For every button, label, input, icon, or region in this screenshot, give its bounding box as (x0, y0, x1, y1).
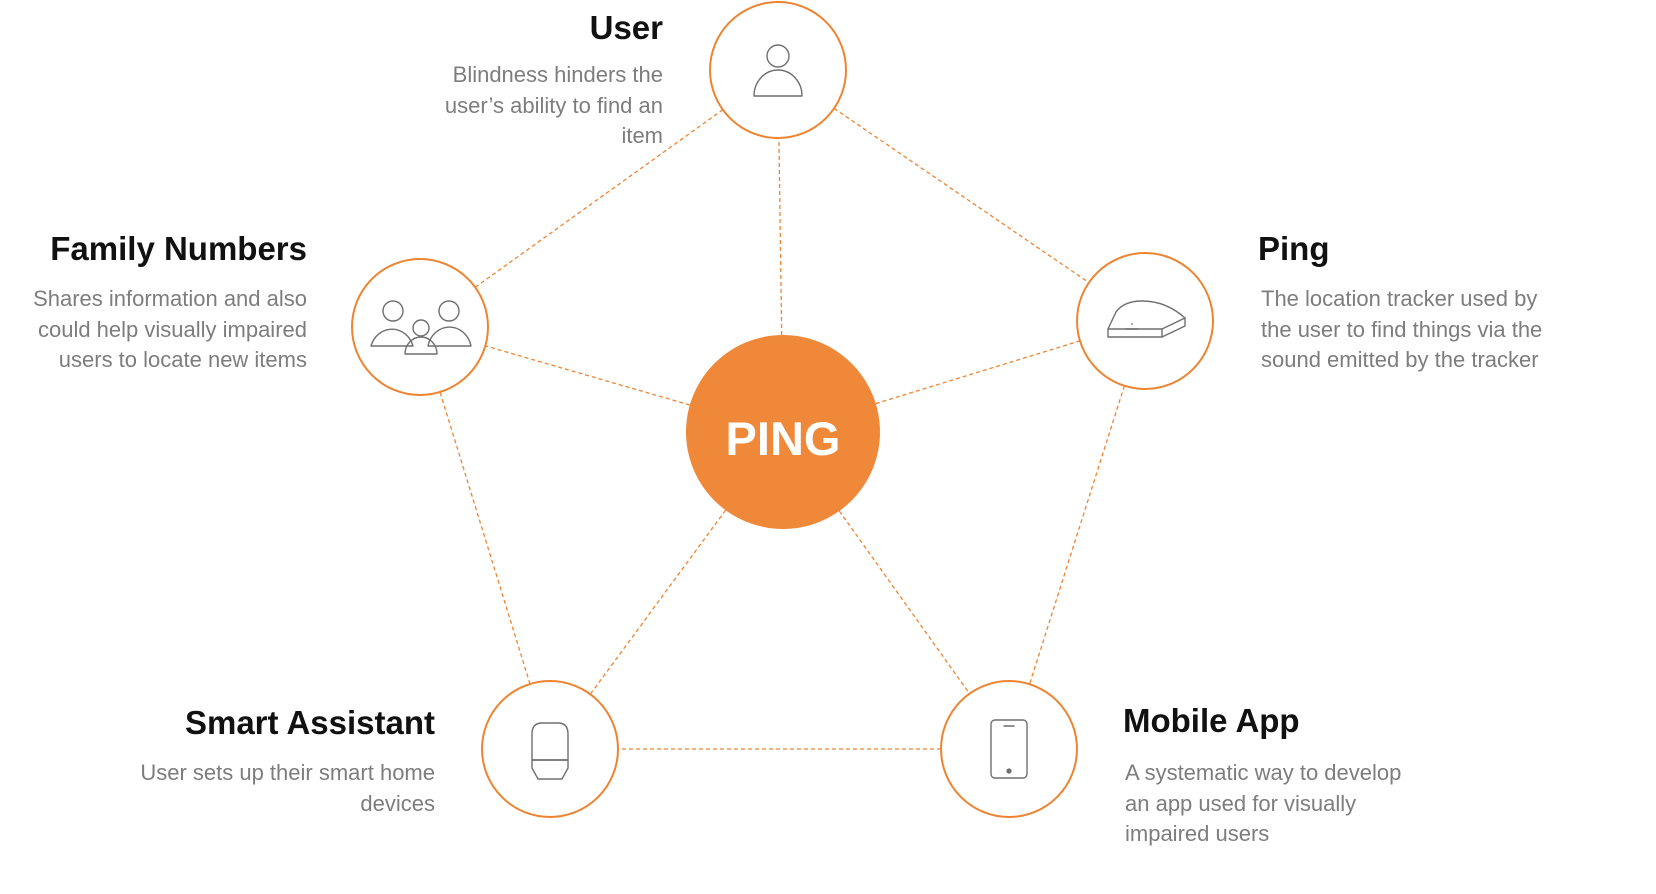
node-mobile-app-title: Mobile App (1123, 702, 1300, 739)
connector-center-mobile-app (838, 510, 971, 694)
node-ping (1076, 252, 1214, 390)
node-smart-assistant-title: Smart Assistant (184, 704, 435, 741)
connector-center-ping (875, 340, 1081, 405)
connector-smart-assistant-family-numbers (439, 391, 531, 685)
node-smart-assistant-ring (481, 680, 619, 818)
connector-user-ping (833, 107, 1090, 284)
connector-family-numbers-user (474, 109, 724, 288)
node-user (709, 1, 847, 139)
node-ping-title: Ping (1258, 230, 1330, 267)
user-icon (753, 44, 803, 97)
center-node: PING (686, 335, 880, 529)
node-user-title: User (589, 9, 663, 46)
center-label: PING (726, 412, 841, 465)
connector-center-user (778, 137, 783, 336)
connector-center-smart-assistant (589, 509, 727, 695)
connector-ping-mobile-app (1028, 385, 1126, 685)
node-smart-assistant-description: User sets up their smart home devices (140, 760, 435, 816)
node-mobile-app (940, 680, 1078, 818)
node-smart-assistant (481, 680, 619, 818)
connector-center-family-numbers (485, 345, 690, 406)
node-user-description: Blindness hinders the user’s ability to … (444, 62, 663, 148)
node-family-numbers-ring (351, 258, 489, 396)
smartphone-icon (990, 719, 1028, 779)
center-circle (686, 335, 880, 529)
node-mobile-app-ring (940, 680, 1078, 818)
smart-speaker-icon (531, 722, 569, 780)
node-mobile-app-description: A systematic way to develop an app used … (1125, 760, 1402, 846)
node-family-numbers-title: Family Numbers (50, 230, 307, 267)
node-family-numbers (351, 258, 489, 396)
node-ping-description: The location tracker used by the user to… (1261, 286, 1543, 372)
group-icon (370, 300, 472, 355)
node-family-numbers-description: Shares information and also could help v… (33, 286, 307, 372)
tracker-icon (1107, 300, 1186, 338)
connector-layer (439, 107, 1126, 750)
node-ping-ring (1076, 252, 1214, 390)
